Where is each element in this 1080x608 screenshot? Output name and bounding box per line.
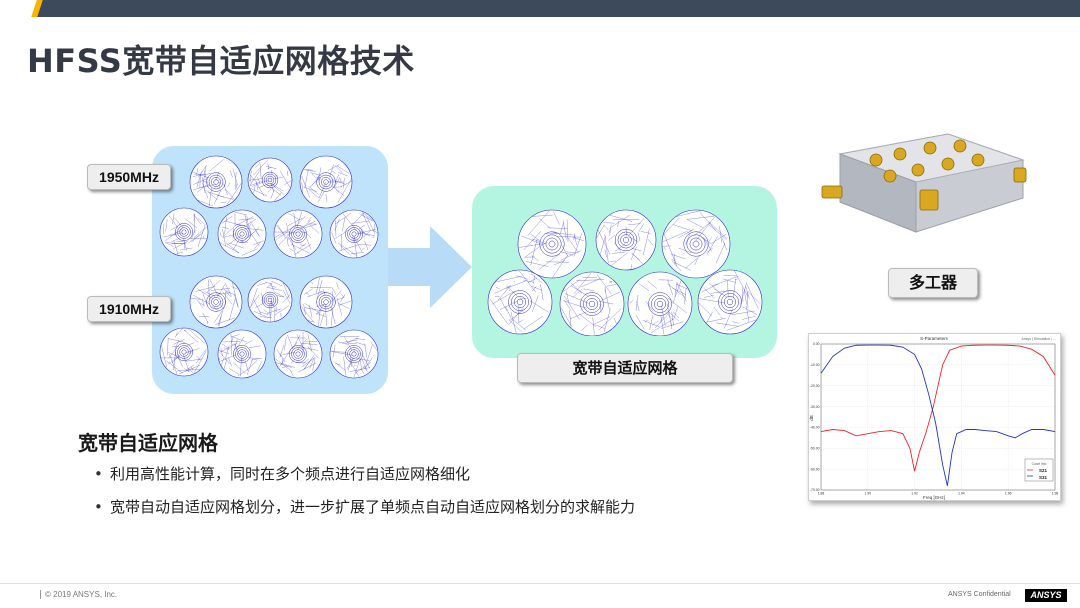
legend-entry-s31: S31	[1039, 475, 1048, 480]
mesh-cell	[299, 155, 353, 209]
y-tick-label: -50.00	[810, 446, 820, 450]
bullet-item: 利用高性能计算，同时在多个频点进行自适应网格细化	[94, 464, 635, 497]
mesh-cell	[217, 329, 267, 379]
mesh-cell	[273, 209, 323, 259]
plot-legend: Curve Info S21 S31	[1024, 458, 1054, 482]
mesh-graphic-broadband	[487, 209, 763, 336]
bullet-item: 宽带自动自适应网格划分，进一步扩展了单频点自动自适应网格划分的求解能力	[94, 497, 635, 530]
mesh-cell	[189, 275, 243, 329]
x-tick-label: 1.92	[911, 492, 918, 496]
footer-copyright: © 2019 ANSYS, Inc.	[40, 590, 117, 599]
y-tick-label: -20.00	[810, 384, 820, 388]
mesh-cell	[595, 209, 657, 271]
plot-area	[820, 343, 1056, 491]
plot-ylabel: dB	[809, 415, 814, 421]
section-title: 宽带自适应网格	[78, 431, 218, 455]
legend-entry-s21: S21	[1039, 468, 1048, 473]
footer-divider	[0, 583, 1080, 584]
mesh-cell	[697, 269, 763, 335]
broadband-mesh-label: 宽带自适应网格	[517, 353, 733, 383]
frequency-label-1950: 1950MHz	[87, 164, 171, 190]
y-tick-label: -70.00	[810, 488, 820, 492]
s-parameter-chart: S-Parameters Ansys | Simulation | ... Fr…	[809, 336, 1059, 500]
mesh-cell	[517, 209, 587, 279]
plot-title: S-Parameters	[920, 336, 949, 341]
mesh-cell	[217, 209, 267, 259]
mesh-cell	[247, 157, 293, 203]
mesh-panel-single-frequency	[152, 146, 388, 394]
mesh-cell	[559, 271, 625, 336]
mesh-cell	[329, 209, 379, 259]
arrow-right-icon	[388, 226, 472, 308]
logo-accent	[0, 0, 50, 17]
x-tick-label: 1.98	[1052, 492, 1059, 496]
mesh-cell	[299, 275, 353, 329]
x-tick-label: 1.96	[1005, 492, 1012, 496]
multiplexer-label: 多工器	[888, 268, 978, 298]
multiplexer-model-image	[821, 133, 1027, 233]
ansys-logo: ANSYS	[1025, 589, 1067, 602]
x-tick-label: 1.88	[818, 492, 825, 496]
mesh-graphic-1950	[159, 155, 379, 259]
mesh-cell	[627, 271, 693, 336]
y-tick-label: -30.00	[810, 405, 820, 409]
s-parameter-plot: S-Parameters Ansys | Simulation | ... Fr…	[808, 333, 1061, 501]
mesh-cell	[159, 207, 209, 257]
footer-confidential: ANSYS Confidential	[948, 591, 1011, 598]
legend-header: Curve Info	[1032, 462, 1047, 466]
y-tick-label: -10.00	[810, 363, 820, 367]
x-tick-label: 1.90	[864, 492, 871, 496]
page-title: HFSS宽带自适应网格技术	[27, 42, 415, 80]
plot-xlabel: Freq [GHz]	[923, 495, 945, 500]
series-line-s31	[820, 344, 1056, 486]
mesh-cell	[247, 277, 293, 323]
mesh-graphic-1910	[159, 275, 379, 379]
x-tick-label: 1.94	[958, 492, 965, 496]
mesh-cell	[329, 329, 379, 379]
frequency-label-1910: 1910MHz	[87, 296, 171, 322]
top-bar	[0, 0, 1080, 17]
bullet-list: 利用高性能计算，同时在多个频点进行自适应网格细化 宽带自动自适应网格划分，进一步…	[94, 464, 635, 530]
mesh-cell	[487, 269, 553, 335]
y-tick-label: -60.00	[810, 467, 820, 471]
y-tick-label: -40.00	[810, 426, 820, 430]
mesh-panel-broadband	[472, 186, 777, 358]
mesh-cell	[159, 327, 209, 377]
plot-corner-label: Ansys | Simulation | ...	[1022, 337, 1057, 341]
mesh-cell	[273, 329, 323, 379]
mesh-cell	[661, 209, 731, 279]
series-line-s21	[820, 344, 1056, 472]
y-tick-label: 0.00	[813, 342, 820, 346]
mesh-cell	[189, 155, 243, 209]
